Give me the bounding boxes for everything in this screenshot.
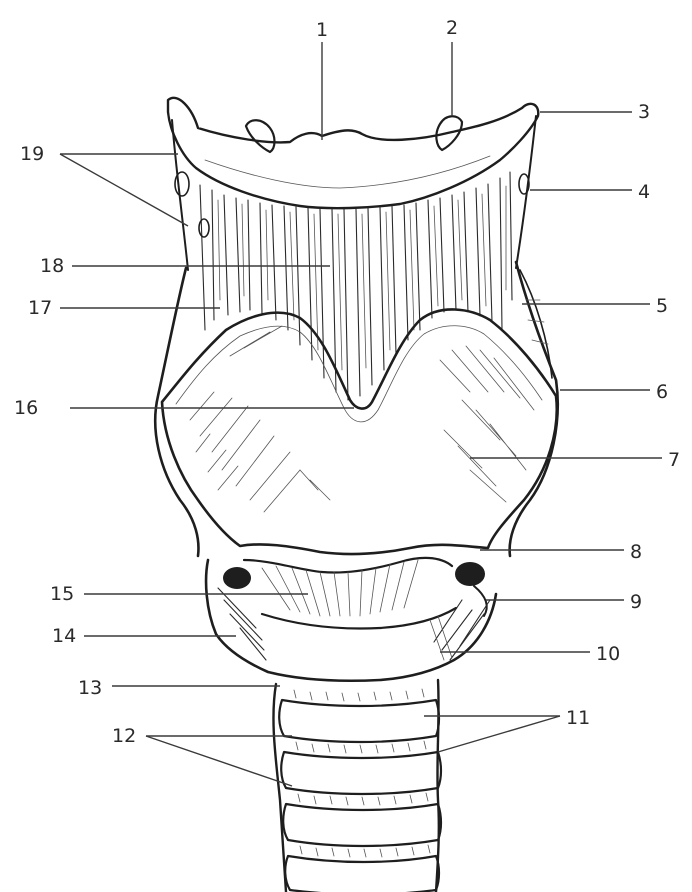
leader-19b — [60, 154, 188, 226]
label-5: 5 — [656, 295, 668, 317]
label-8: 8 — [630, 541, 642, 563]
label-6: 6 — [656, 381, 668, 403]
label-4: 4 — [638, 181, 650, 203]
label-1: 1 — [316, 19, 328, 41]
label-16: 16 — [14, 397, 38, 419]
label-17: 17 — [28, 297, 52, 319]
thyrohyoid-ligament-right — [516, 116, 536, 268]
leader-12b — [146, 736, 292, 786]
label-2: 2 — [446, 17, 458, 39]
label-7: 7 — [668, 449, 680, 471]
label-18: 18 — [40, 255, 64, 277]
leader-11b — [438, 716, 560, 752]
label-9: 9 — [630, 591, 642, 613]
label-10: 10 — [596, 643, 620, 665]
label-3: 3 — [638, 101, 650, 123]
label-12: 12 — [112, 725, 136, 747]
thyroid-cartilage — [155, 262, 557, 556]
cricothyroid-region — [206, 558, 496, 681]
label-19: 19 — [20, 143, 44, 165]
hyoid-bone — [168, 98, 538, 208]
label-13: 13 — [78, 677, 102, 699]
labels: 1 2 3 4 5 6 7 8 9 10 11 12 13 14 15 16 1… — [14, 17, 680, 747]
label-15: 15 — [50, 583, 74, 605]
label-11: 11 — [566, 707, 590, 729]
trachea — [273, 680, 441, 892]
label-14: 14 — [52, 625, 76, 647]
leader-lines — [60, 42, 662, 786]
